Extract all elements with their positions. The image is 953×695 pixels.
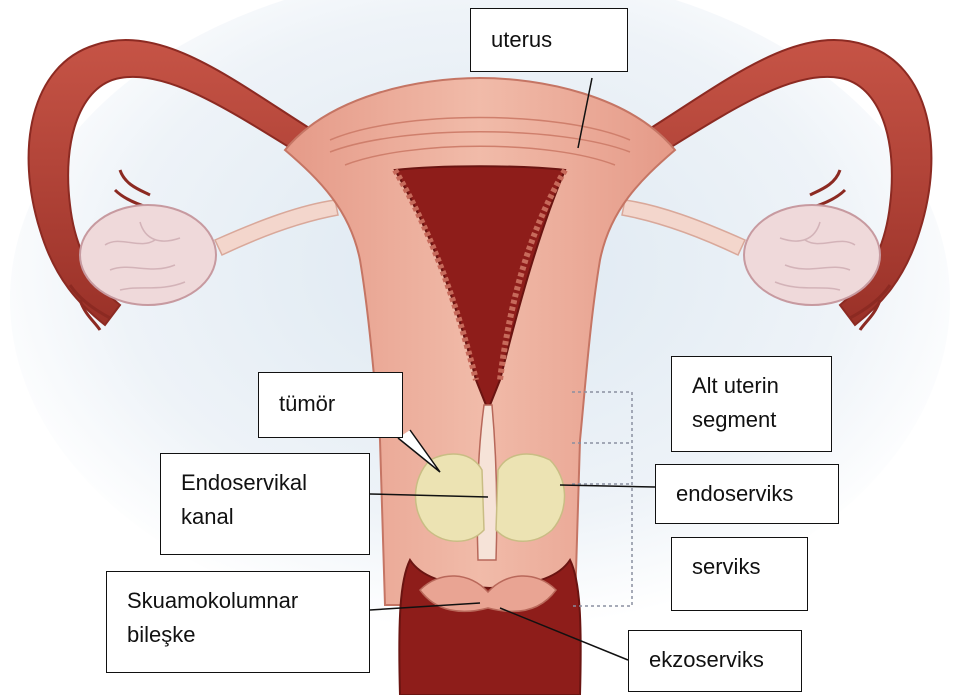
label-endoserviks-text: endoserviks (676, 477, 818, 511)
label-uterus-text: uterus (491, 23, 607, 57)
label-ekzoserviks-text: ekzoserviks (649, 643, 781, 677)
label-tumor: tümör (258, 372, 403, 438)
label-alt-uterin-segment: Alt uterin segment (671, 356, 832, 452)
label-endoservikal-kanal: Endoservikal kanal (160, 453, 370, 555)
label-tumor-text: tümör (279, 387, 382, 421)
label-skuamokolumnar-bileske: Skuamokolumnar bileşke (106, 571, 370, 673)
label-serviks: serviks (671, 537, 808, 611)
label-serviks-text: serviks (692, 550, 787, 584)
label-alt-uterin-line1: Alt uterin (692, 369, 811, 403)
label-endoserviks: endoserviks (655, 464, 839, 524)
label-alt-uterin-line2: segment (692, 403, 811, 437)
right-ovary (744, 205, 880, 305)
label-endoservikal-line2: kanal (181, 500, 349, 534)
label-endoservikal-line1: Endoservikal (181, 466, 349, 500)
label-uterus: uterus (470, 8, 628, 72)
label-skuamokolumnar-line1: Skuamokolumnar (127, 584, 349, 618)
label-ekzoserviks: ekzoserviks (628, 630, 802, 692)
left-ovary (80, 205, 216, 305)
label-skuamokolumnar-line2: bileşke (127, 618, 349, 652)
